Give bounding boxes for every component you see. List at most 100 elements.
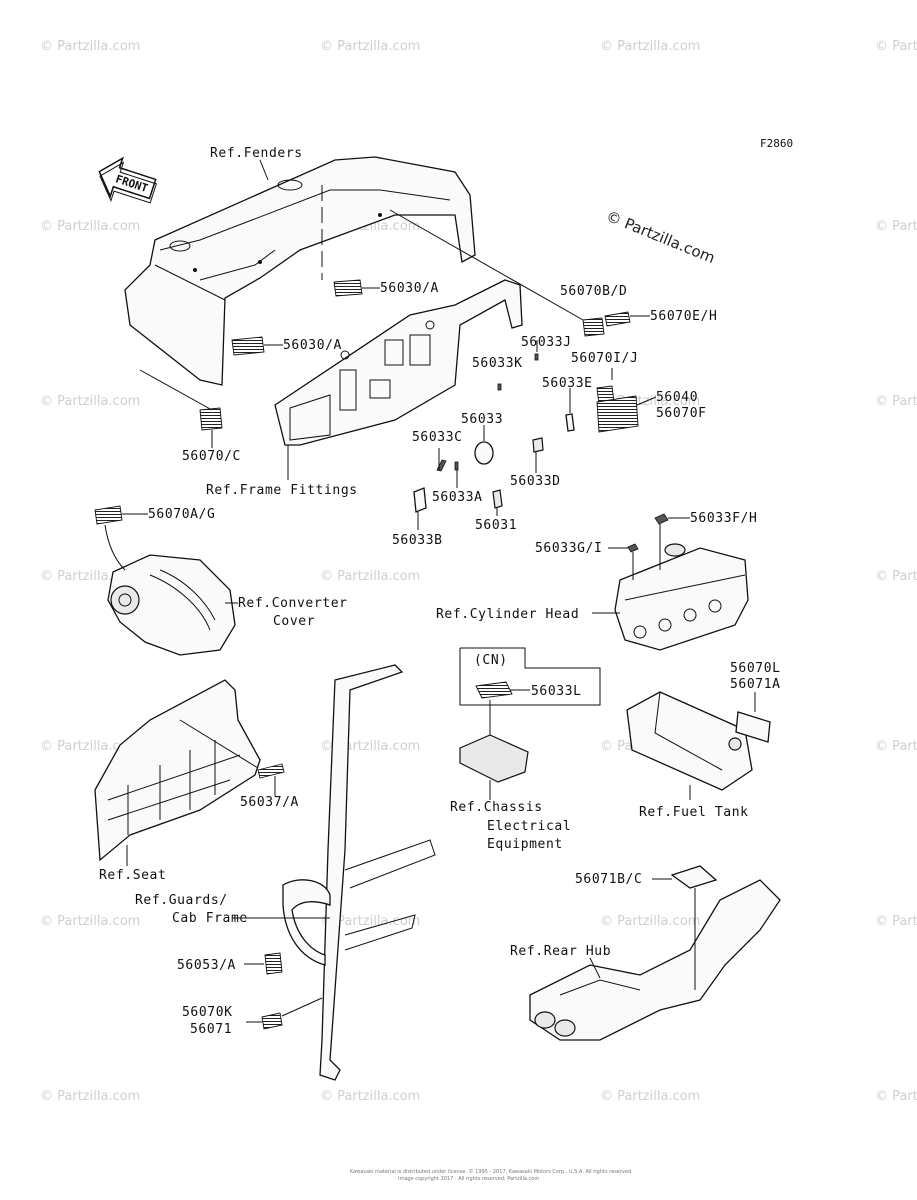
clip-56033d	[532, 437, 544, 453]
watermark: © Partzilla.com	[320, 39, 420, 54]
label-56033fh: 56033F/H	[690, 511, 757, 526]
label-56033k: 56033K	[472, 356, 523, 371]
decal-56037a	[257, 763, 285, 779]
decal-56033l	[475, 681, 513, 699]
labels: Ref.Fenders 56030/A 56030/A 56070/C Ref.…	[99, 146, 781, 1037]
fender-part	[124, 156, 476, 386]
decal-56040-56070f	[596, 395, 639, 433]
label-56033b: 56033B	[392, 533, 443, 548]
label-56040: 56040	[656, 390, 698, 405]
decal-56070bd	[582, 317, 605, 337]
watermark: © Partzilla.com	[600, 1089, 700, 1104]
clip-56031	[492, 489, 503, 509]
label-56033d: 56033D	[510, 474, 561, 489]
label-ref-frame-fittings: Ref.Frame Fittings	[206, 483, 358, 498]
rivet-56033j	[534, 353, 539, 361]
label-ref-rear-hub: Ref.Rear Hub	[510, 944, 611, 959]
watermark: © Partzilla.com	[875, 394, 917, 409]
label-ref-fuel-tank: Ref.Fuel Tank	[639, 805, 749, 820]
watermark: © Partzilla.com	[600, 914, 700, 929]
label-56070l: 56070L	[730, 661, 781, 676]
label-56070ag: 56070A/G	[148, 507, 215, 522]
figure-code: F2860	[760, 137, 793, 150]
watermark: © Partzilla.com	[40, 739, 140, 754]
watermark: © Partzilla.com	[875, 739, 917, 754]
decal-56070l-56071a	[735, 711, 771, 743]
label-56033l: 56033L	[531, 684, 582, 699]
label-56033gi: 56033G/I	[535, 541, 602, 556]
label-56037a: 56037/A	[240, 795, 299, 810]
watermark: © Partzilla.com	[320, 914, 420, 929]
label-56031: 56031	[475, 518, 517, 533]
footer-copyright: Kawasaki material is distributed under l…	[350, 1168, 633, 1175]
watermark: © Partzilla.com	[40, 394, 140, 409]
watermark: © Partzilla.com	[40, 1089, 140, 1104]
label-56033c: 56033C	[412, 430, 463, 445]
decal-56053a	[264, 952, 283, 975]
footer-image-copyright: Image copyright 2017 - All rights reserv…	[398, 1176, 539, 1182]
watermark: © Partzilla.com	[320, 569, 420, 584]
label-56033a: 56033A	[432, 490, 483, 505]
clip-56033c	[436, 459, 447, 472]
label-cn: (CN)	[474, 653, 508, 668]
front-arrow-icon: FRONT	[98, 156, 157, 204]
label-56070c: 56070/C	[182, 449, 241, 464]
label-56070f: 56070F	[656, 406, 707, 421]
watermark: © Partzilla.com	[875, 1089, 917, 1104]
decal-56071bc	[670, 865, 718, 889]
label-56070k: 56070K	[182, 1005, 233, 1020]
frame-fittings-part	[274, 279, 523, 446]
clip-56033b	[413, 487, 427, 513]
decal-56070k-56071	[261, 1012, 283, 1030]
label-ref-converter: Ref.Converter	[238, 596, 348, 611]
label-ref-chassis-equipment: Equipment	[487, 837, 563, 852]
cab-frame-part	[232, 664, 436, 1081]
label-ref-cab-frame: Cab Frame	[172, 911, 248, 926]
decal-56033fh	[654, 513, 669, 525]
label-56071: 56071	[190, 1022, 232, 1037]
label-ref-cylinder-head: Ref.Cylinder Head	[436, 607, 579, 622]
decal-56030a-left	[231, 336, 265, 356]
cylinder-head-part	[592, 513, 749, 651]
watermark-main: © Partzilla.com	[604, 207, 718, 267]
watermark: © Partzilla.com	[600, 39, 700, 54]
label-56070bd: 56070B/D	[560, 284, 627, 299]
watermark: © Partzilla.com	[875, 569, 917, 584]
label-56033j: 56033J	[521, 335, 572, 350]
decal-56070c	[199, 407, 223, 431]
decal-56030a-top	[333, 279, 363, 297]
label-56033: 56033	[461, 412, 503, 427]
label-ref-converter-cover: Cover	[273, 614, 315, 629]
leaders-top	[139, 159, 657, 530]
label-ref-chassis-electrical: Electrical	[487, 819, 571, 834]
watermark: © Partzilla.com	[875, 39, 917, 54]
fender-decals	[199, 279, 639, 513]
chassis-electrical-part	[459, 647, 601, 800]
converter-cover-part	[94, 505, 238, 656]
grommet-56033	[474, 441, 494, 465]
rivet-56033k	[497, 383, 502, 391]
label-56030a-left: 56030/A	[283, 338, 342, 353]
label-56070eh: 56070E/H	[650, 309, 717, 324]
fuel-tank-part	[626, 691, 771, 800]
seat-part	[94, 679, 285, 866]
watermark: © Partzilla.com	[40, 39, 140, 54]
label-ref-chassis: Ref.Chassis	[450, 800, 543, 815]
label-56071a: 56071A	[730, 677, 781, 692]
watermark: © Partzilla.com	[40, 914, 140, 929]
decal-56033gi	[627, 543, 639, 553]
label-56033e: 56033E	[542, 376, 593, 391]
watermark: © Partzilla.com	[875, 914, 917, 929]
clip-56033a	[454, 461, 459, 471]
label-56070ij: 56070I/J	[571, 351, 638, 366]
watermark: © Partzilla.com	[40, 219, 140, 234]
decal-56070eh	[604, 311, 631, 327]
decal-56070ag	[94, 505, 123, 525]
label-56030a-top: 56030/A	[380, 281, 439, 296]
clip-56033e	[565, 413, 575, 432]
rear-hub-part	[529, 865, 781, 1041]
watermark: © Partzilla.com	[875, 219, 917, 234]
label-ref-seat: Ref.Seat	[99, 868, 166, 883]
label-56071bc: 56071B/C	[575, 872, 642, 887]
